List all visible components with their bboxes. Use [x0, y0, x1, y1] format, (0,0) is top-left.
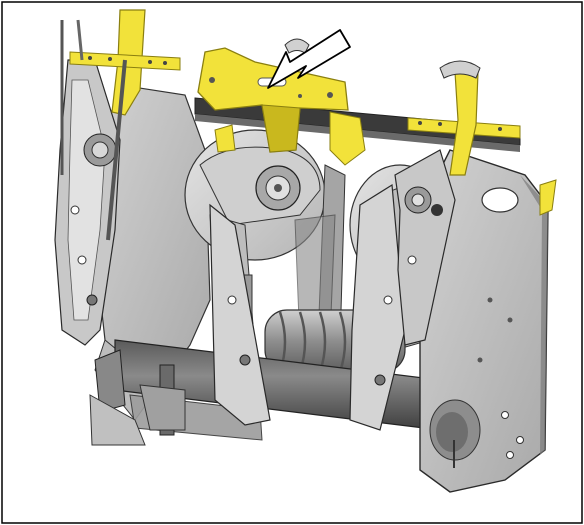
right-side-plate	[419, 149, 549, 493]
right-linkage-arm	[394, 149, 456, 346]
left-lower-panel	[89, 384, 186, 446]
left-yellow-frame	[69, 9, 181, 241]
left-linkage-arm	[54, 20, 121, 346]
right-yellow-frame	[407, 60, 557, 216]
arrow-callout-icon	[267, 29, 351, 89]
center-upright-arms	[209, 183, 406, 431]
